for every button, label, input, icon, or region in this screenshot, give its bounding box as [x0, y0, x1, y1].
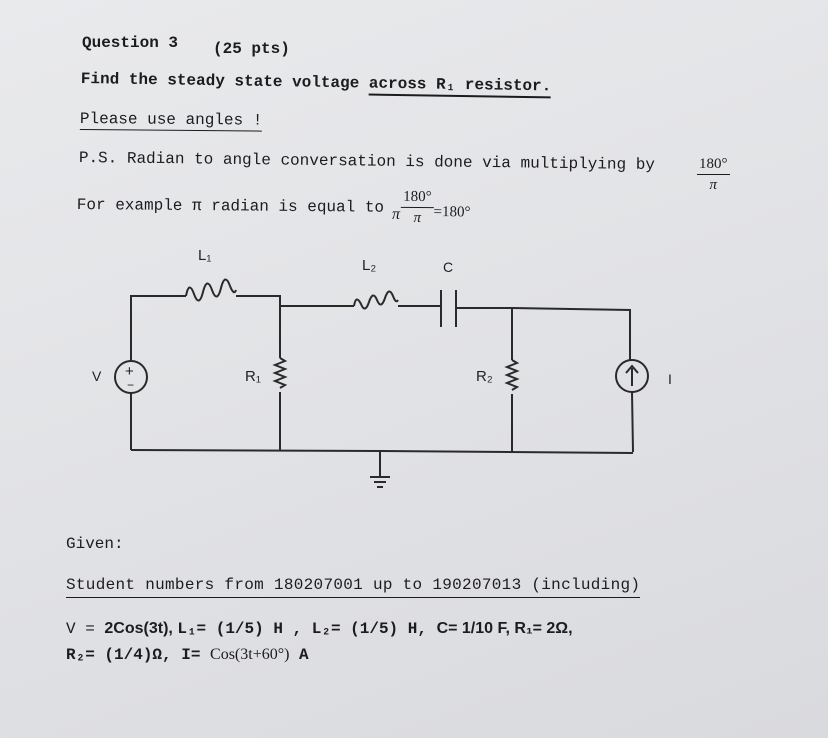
l1-value: L₁= (1/5) H ,: [177, 620, 312, 638]
resistor-r2: [504, 359, 520, 391]
ground-icon: [370, 451, 390, 488]
inductor-l2: [353, 290, 399, 310]
r2-value: R₂= (1/4)Ω,: [66, 646, 182, 664]
current-arrow-icon: [625, 364, 639, 386]
given-line-1: V = 2Cos(3t), L₁= (1/5) H , L₂= (1/5) H,…: [66, 620, 573, 638]
wire-bottom: [130, 449, 634, 454]
label-l2: L₂: [362, 257, 376, 274]
l2-value: L₂= (1/5) H,: [311, 620, 437, 638]
c-value: C= 1/10 F,: [436, 620, 515, 637]
i-label: I=: [181, 646, 211, 664]
wire-top-left: [130, 295, 186, 360]
label-i: I: [668, 371, 672, 387]
i-unit: A: [289, 646, 309, 664]
given-line-2: R₂= (1/4)Ω, I= Cos(3t+60°) A: [66, 646, 309, 664]
wire-top-l1-l2: [236, 295, 354, 307]
v-label: V =: [66, 620, 105, 638]
r1-value: R₁= 2Ω,: [514, 620, 573, 637]
student-numbers: Student numbers from 180207001 up to 190…: [66, 576, 641, 598]
label-minus: −: [127, 378, 134, 392]
i-value: Cos(3t+60°): [210, 646, 290, 663]
label-l1: L₁: [198, 247, 211, 264]
question-title: Question 3: [82, 34, 179, 52]
label-c: C: [443, 259, 453, 275]
wire-is-bottom: [631, 391, 634, 453]
ps-frac-num: 180°: [697, 156, 730, 175]
label-plus: +: [125, 363, 134, 380]
label-r1: R₁: [245, 368, 261, 385]
label-v: V: [92, 368, 102, 384]
resistor-r1: [272, 357, 288, 389]
question-points: (25 pts): [213, 40, 290, 58]
wire-c-right: [456, 307, 631, 360]
v-value: 2Cos(3t),: [104, 620, 178, 637]
ps-frac-den: π: [709, 176, 717, 193]
given-heading: Given:: [66, 535, 124, 553]
inductor-l1: [185, 278, 237, 302]
student-numbers-text: Student numbers from 180207001 up to 190…: [66, 576, 641, 598]
ps-fraction: 180° π: [697, 156, 730, 194]
label-r2: R₂: [476, 368, 493, 385]
